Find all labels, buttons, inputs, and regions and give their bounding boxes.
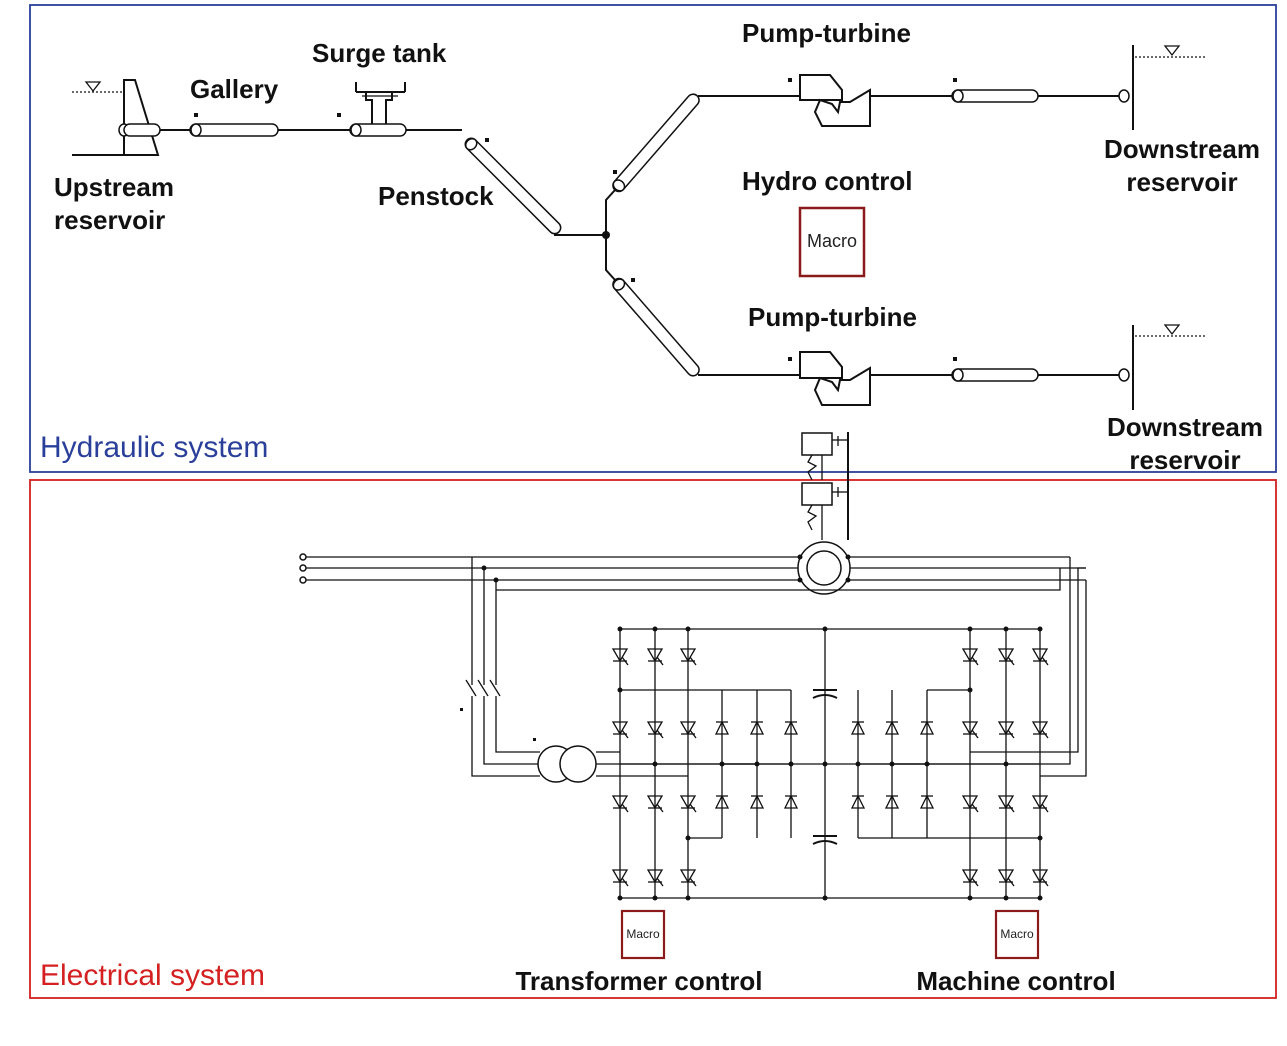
generator-symbol xyxy=(797,541,1086,595)
transformer-symbol xyxy=(533,738,688,783)
machine-control-macro-block[interactable] xyxy=(994,909,1040,960)
diode-right-2-b xyxy=(919,794,935,809)
thyristor-left-1-3 xyxy=(646,869,664,887)
branch-pipe-upper xyxy=(612,93,700,193)
transformer-control-macro-block[interactable] xyxy=(620,909,666,960)
downstream-reservoir-bottom-label-line2: reservoir xyxy=(1129,445,1240,475)
diode-left-2-a xyxy=(783,720,799,735)
hydro-control-label: Hydro control xyxy=(742,166,912,196)
tailrace-pipe-bottom xyxy=(951,357,1039,382)
upstream-reservoir-label-line1: Upstream xyxy=(54,172,174,202)
thyristor-right-2-1 xyxy=(1031,721,1049,739)
thyristor-left-2-2 xyxy=(679,795,697,813)
gallery-pipe xyxy=(189,113,279,137)
thyristor-right-1-2 xyxy=(997,795,1015,813)
gallery-label: Gallery xyxy=(190,74,279,104)
dc-link xyxy=(620,626,1040,901)
grid-three-phase-bus xyxy=(299,553,800,584)
thyristor-left-1-1 xyxy=(646,721,664,739)
junction-dot xyxy=(685,835,691,841)
transformer-feed-lines xyxy=(460,557,540,777)
downstream-reservoir-bottom-symbol xyxy=(1118,324,1205,410)
surge-tank-label: Surge tank xyxy=(312,38,447,68)
thyristor-left-2-0 xyxy=(679,648,697,666)
thyristor-right-2-0 xyxy=(1031,648,1049,666)
branch-pipe-lower xyxy=(612,277,700,377)
shaft-coupling xyxy=(801,432,849,540)
upstream-reservoir-label-line2: reservoir xyxy=(54,205,165,235)
machine-control-label: Machine control xyxy=(916,966,1115,996)
pump-turbine-top-symbol xyxy=(788,74,952,127)
thyristor-left-2-3 xyxy=(679,869,697,887)
diode-left-0-b xyxy=(714,794,730,809)
thyristor-right-1-1 xyxy=(997,721,1015,739)
downstream-reservoir-bottom-label-line1: Downstream xyxy=(1107,412,1263,442)
diode-left-1-b xyxy=(749,794,765,809)
thyristor-left-0-1 xyxy=(611,721,629,739)
downstream-reservoir-top-label-line1: Downstream xyxy=(1104,134,1260,164)
pump-turbine-top-label: Pump-turbine xyxy=(742,18,911,48)
downstream-reservoir-top-label-line2: reservoir xyxy=(1126,167,1237,197)
diode-right-0-a xyxy=(850,720,866,735)
hydro-control-macro-block[interactable] xyxy=(798,206,866,278)
thyristor-left-0-2 xyxy=(611,795,629,813)
diode-left-2-b xyxy=(783,794,799,809)
machine-control-macro-label: Macro xyxy=(1000,927,1034,941)
diode-right-1-b xyxy=(884,794,900,809)
thyristor-right-2-3 xyxy=(1031,869,1049,887)
surge-tank-symbol xyxy=(337,82,407,137)
upstream-reservoir-symbol xyxy=(72,79,161,156)
hydraulic-system-title: Hydraulic system xyxy=(40,431,268,464)
diode-right-2-a xyxy=(919,720,935,735)
hydro-control-macro-label: Macro xyxy=(807,231,857,251)
thyristor-right-1-0 xyxy=(997,648,1015,666)
diode-left-0-a xyxy=(714,720,730,735)
thyristor-right-1-3 xyxy=(997,869,1015,887)
junction-dot xyxy=(1037,835,1043,841)
thyristor-left-1-0 xyxy=(646,648,664,666)
junction-dot xyxy=(617,687,623,693)
thyristor-right-0-2 xyxy=(961,795,979,813)
tailrace-pipe-top xyxy=(951,78,1039,103)
converter-machine-side xyxy=(850,626,1049,901)
electrical-system-frame xyxy=(29,479,1277,999)
electrical-system-title: Electrical system xyxy=(40,959,265,992)
diode-right-1-a xyxy=(884,720,900,735)
penstock-label: Penstock xyxy=(378,181,494,211)
pump-turbine-bottom-symbol xyxy=(788,351,952,406)
hydraulic-system-frame xyxy=(29,4,1277,473)
thyristor-right-0-0 xyxy=(961,648,979,666)
downstream-reservoir-top-symbol xyxy=(1118,45,1205,130)
thyristor-left-2-1 xyxy=(679,721,697,739)
transformer-control-macro-label: Macro xyxy=(626,927,660,941)
pump-turbine-bottom-label: Pump-turbine xyxy=(748,302,917,332)
diode-right-0-b xyxy=(850,794,866,809)
thyristor-left-0-0 xyxy=(611,648,629,666)
thyristor-right-0-3 xyxy=(961,869,979,887)
thyristor-right-0-1 xyxy=(961,721,979,739)
converter-transformer-side xyxy=(611,626,799,901)
junction-dot xyxy=(967,687,973,693)
transformer-control-label: Transformer control xyxy=(515,966,762,996)
thyristor-left-0-3 xyxy=(611,869,629,887)
thyristor-right-2-2 xyxy=(1031,795,1049,813)
thyristor-left-1-2 xyxy=(646,795,664,813)
diode-left-1-a xyxy=(749,720,765,735)
